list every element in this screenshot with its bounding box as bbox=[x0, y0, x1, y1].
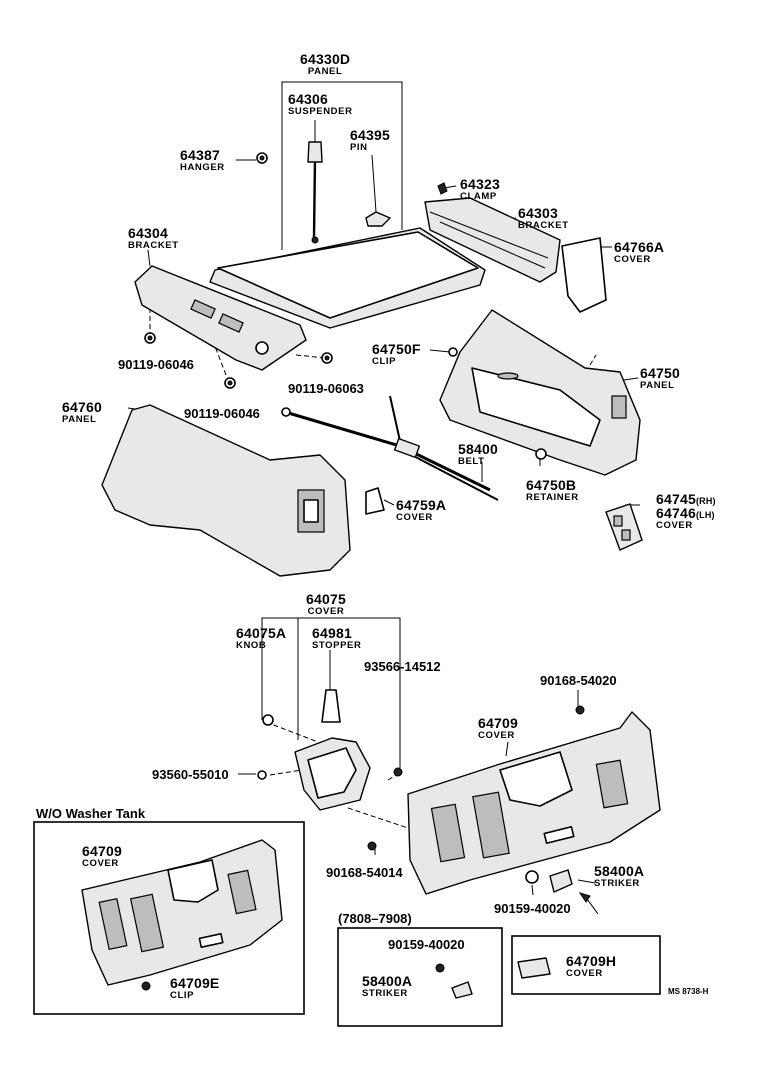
stopper-64981-shape bbox=[321, 689, 341, 723]
clip-64709e-shape bbox=[141, 981, 151, 991]
group-title-wo-washer-tank: W/O Washer Tank bbox=[36, 806, 146, 821]
suspender-64306-shape bbox=[307, 141, 323, 244]
panel-64750-shape bbox=[439, 309, 641, 476]
group-box-64709h bbox=[511, 935, 661, 995]
hanger-64387-shape bbox=[256, 152, 268, 164]
cover-64075-shape bbox=[294, 737, 371, 811]
label-b2-90159-40020: 90159-40020 bbox=[388, 937, 465, 952]
cover-64745-shape bbox=[605, 503, 643, 551]
label-90168-54014: 90168-54014 bbox=[326, 865, 403, 880]
group-box-date-range bbox=[337, 927, 503, 1027]
label-90119-06063: 90119-06063 bbox=[288, 381, 364, 396]
label-93560-55010: 93560-55010 bbox=[152, 767, 229, 782]
wo-cover-64709-shape bbox=[81, 839, 283, 986]
cover-64759a-shape bbox=[365, 487, 385, 515]
bracket-64304-shape bbox=[134, 265, 307, 371]
label-90159-40020: 90159-40020 bbox=[494, 901, 571, 916]
clip-90168-54020-shape bbox=[575, 705, 585, 715]
panel-64330d-shape bbox=[209, 227, 486, 329]
striker-58400a-alt-shape bbox=[451, 981, 473, 999]
cover-64766a-shape bbox=[561, 237, 607, 313]
clamp-64323-shape bbox=[437, 182, 448, 195]
label-93566-14512: 93566-14512 bbox=[364, 659, 441, 674]
retainer-64750b-shape bbox=[535, 448, 547, 460]
clip-64750f-shape bbox=[448, 347, 458, 357]
bracket-64303-shape bbox=[424, 197, 561, 283]
belt-58400-shape bbox=[281, 395, 499, 501]
cover-64709-shape bbox=[407, 711, 661, 895]
label-90119-06046-b: 90119-06046 bbox=[184, 406, 260, 421]
cover-64709h-shape bbox=[517, 957, 551, 979]
label-64745-64746: 64745(RH) 64746(LH) COVER bbox=[656, 491, 716, 531]
reference-code: MS 8738-H bbox=[668, 987, 709, 996]
bolt-90119-06046b-shape bbox=[224, 377, 236, 389]
washer-90159-40020-shape bbox=[525, 870, 539, 884]
clip-90168-54014-shape bbox=[367, 841, 377, 851]
screw-93566-14512-shape bbox=[393, 767, 403, 777]
label-90119-06046: 90119-06046 bbox=[118, 357, 194, 372]
screw-93560-55010-shape bbox=[257, 770, 267, 780]
group-title-date-range: (7808–7908) bbox=[338, 911, 412, 926]
pin-64395-shape bbox=[365, 211, 391, 227]
knob-64075a-shape bbox=[262, 714, 274, 726]
panel-64760-shape bbox=[101, 404, 351, 577]
bolt-90119-06046-shape bbox=[144, 332, 156, 344]
group-box-wo-washer-tank bbox=[33, 821, 305, 1015]
label-90168-54020: 90168-54020 bbox=[540, 673, 617, 688]
washer-90159-40020-alt-shape bbox=[435, 963, 445, 973]
bolt-90119-06063-shape bbox=[321, 352, 333, 364]
striker-58400a-shape bbox=[549, 869, 573, 893]
